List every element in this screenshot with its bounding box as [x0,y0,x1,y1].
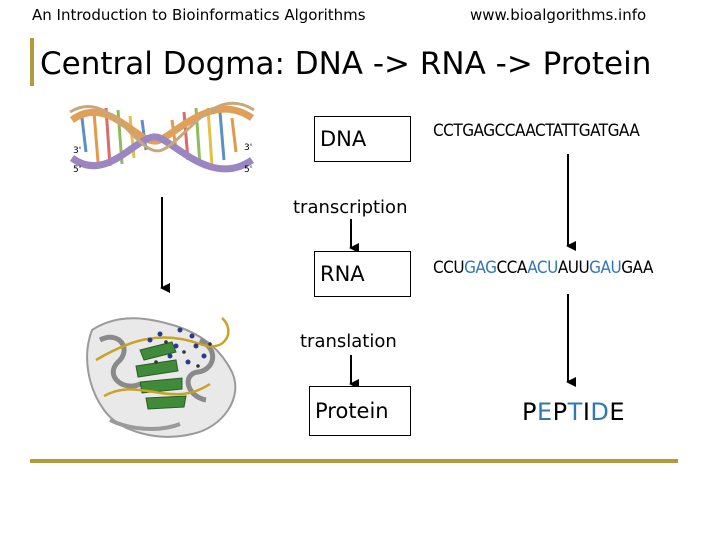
peptide-sequence: PEPTIDE [522,398,625,426]
rna-sequence: CCUGAGCCAACUAUUGAUGAA [433,258,653,278]
rna-codon: CCA [496,258,528,278]
dna-helix-image: 3' 5' 3' 5' [69,101,255,175]
rna-codon-highlight: ACU [527,258,558,278]
title-accent-bar [30,38,34,86]
protein-structure-image [86,317,237,438]
peptide-letter-highlight: D [590,398,610,426]
svg-text:5': 5' [73,165,81,175]
rna-codon: GAA [621,258,653,278]
dna-box: DNA [314,116,411,162]
svg-text:5': 5' [244,165,252,175]
rna-codon-highlight: GAU [589,258,622,278]
bottom-divider [30,459,678,463]
protein-box: Protein [309,386,411,436]
peptide-letter: E [609,398,626,426]
rna-codon: AUU [557,258,590,278]
rna-codon-highlight: GAG [464,258,497,278]
rna-box: RNA [314,251,411,297]
peptide-letter: P [522,398,537,426]
svg-text:3': 3' [244,143,252,153]
peptide-letter: P [552,398,568,426]
rna-codon: CCU [433,258,465,278]
dna-sequence: CCTGAGCCAACTATTGATGAA [433,121,640,141]
peptide-letter-highlight: T [567,398,583,426]
website-url: www.bioalgorithms.info [470,6,647,24]
transcription-label: transcription [293,197,408,218]
svg-text:3': 3' [73,146,81,156]
peptide-letter-highlight: E [536,398,553,426]
translation-label: translation [300,331,397,352]
slide-title: Central Dogma: DNA -> RNA -> Protein [40,46,652,82]
peptide-letter: I [582,398,591,426]
course-title: An Introduction to Bioinformatics Algori… [32,6,366,24]
